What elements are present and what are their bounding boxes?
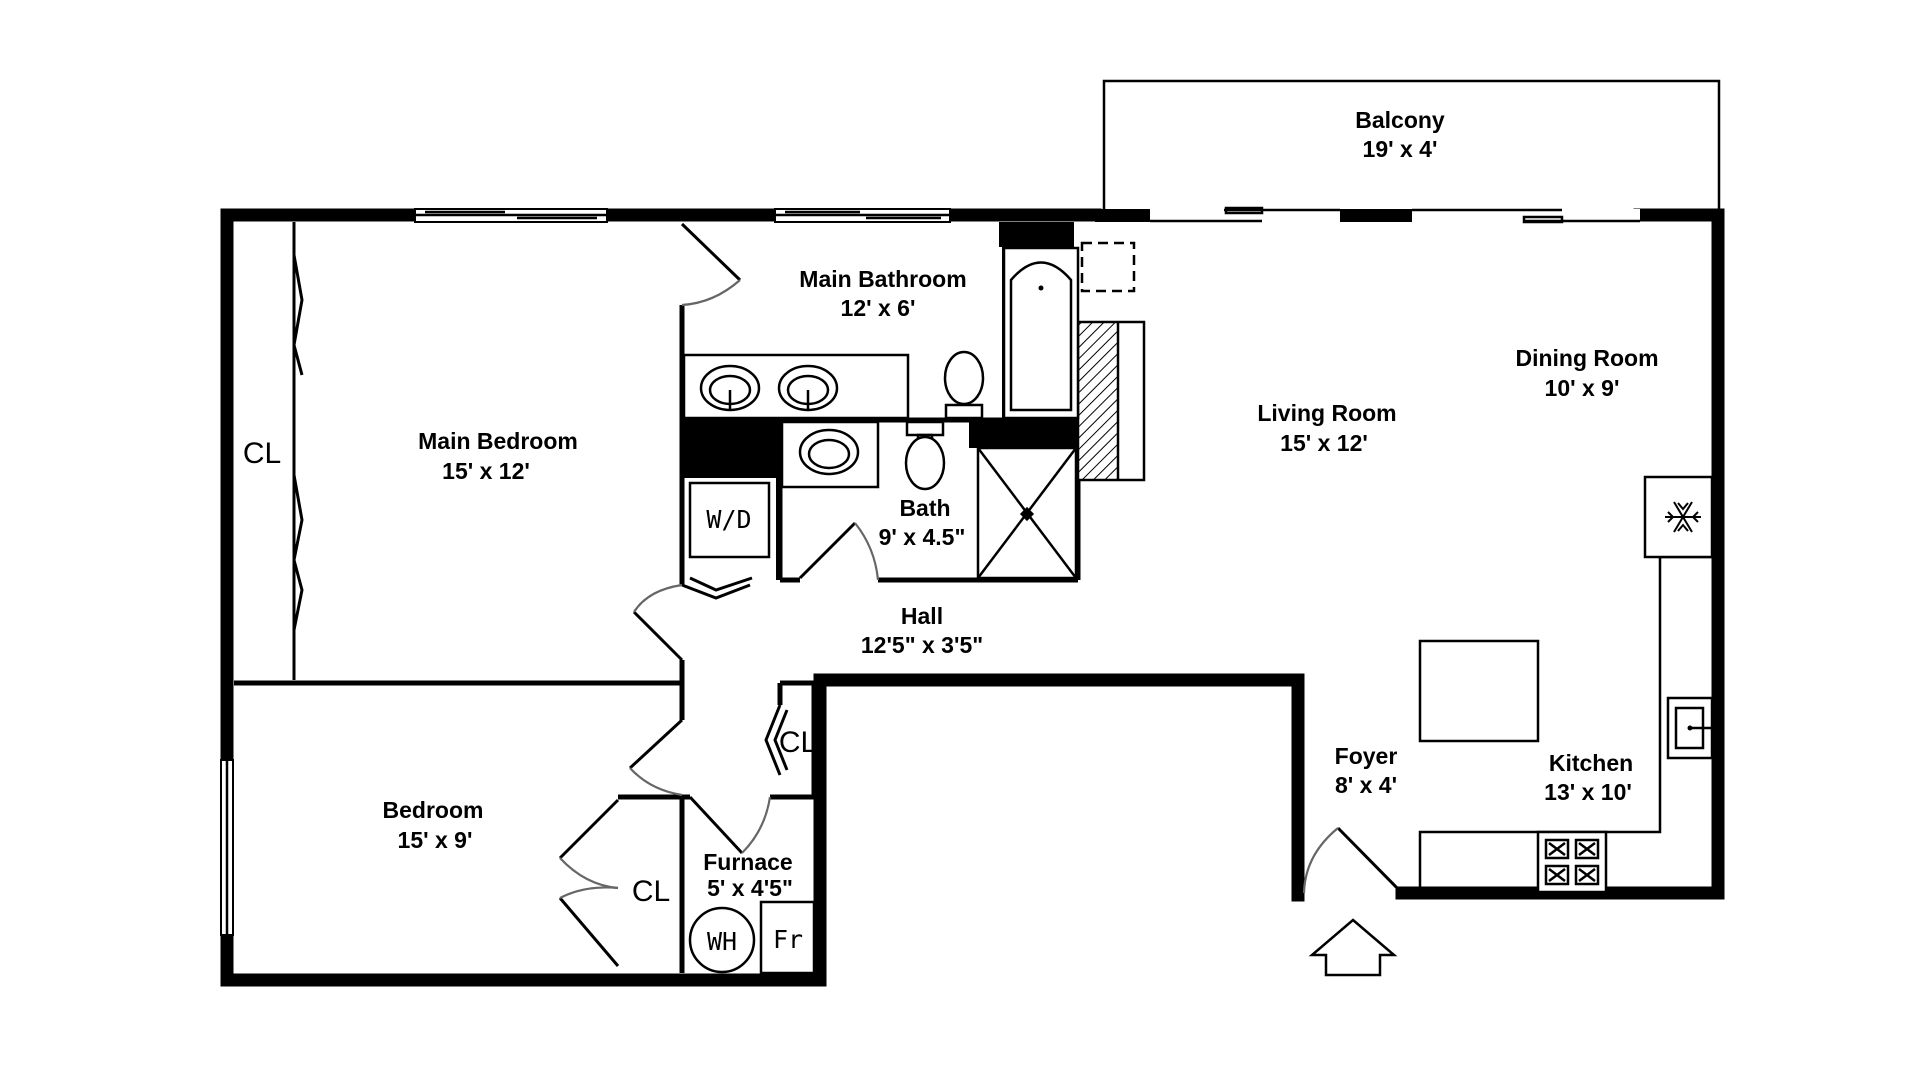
door-bedroom-closet[interactable] (558, 798, 620, 967)
main-bathroom-name: Main Bathroom (799, 266, 966, 292)
bedroom-name: Bedroom (383, 797, 484, 823)
toilet-bath (904, 420, 946, 491)
kitchen-island (1418, 639, 1540, 743)
bath-vanity (780, 420, 880, 489)
exterior-walls (220, 208, 1725, 987)
kitchen-sink (1666, 696, 1714, 760)
hall-size: 12'5" x 3'5" (861, 632, 983, 658)
label-bedroom: Bedroom 15' x 9' (383, 797, 484, 853)
fr-label: Fr (773, 925, 803, 954)
water-heater: WH (688, 906, 756, 974)
label-main-bedroom: Main Bedroom 15' x 12' (418, 428, 578, 484)
entry-arrow-icon (1308, 918, 1398, 977)
dining-room-size: 10' x 9' (1545, 375, 1620, 401)
wd-label: W/D (706, 505, 751, 534)
door-main-bedroom[interactable] (632, 583, 684, 662)
window-main-bedroom (414, 208, 608, 223)
label-foyer: Foyer 8' x 4' (1335, 743, 1398, 798)
label-living-room: Living Room 15' x 12' (1257, 400, 1396, 456)
door-main-bathroom[interactable] (680, 222, 742, 307)
toilet-main-bathroom (943, 350, 985, 420)
hall-name: Hall (901, 603, 943, 629)
label-kitchen: Kitchen 13' x 10' (1544, 750, 1633, 805)
closet-bifold-main-bedroom[interactable] (292, 254, 304, 631)
snowflake-icon (1665, 501, 1701, 533)
closet-label-main-bedroom: CL (243, 437, 281, 470)
balcony (1102, 79, 1721, 215)
main-bedroom-name: Main Bedroom (418, 428, 578, 454)
furnace-unit: Fr (759, 900, 816, 975)
label-bath: Bath 9' x 4.5" (879, 495, 966, 550)
foyer-size: 8' x 4' (1335, 772, 1397, 798)
main-bedroom-size: 15' x 12' (442, 458, 530, 484)
bath-name: Bath (899, 495, 950, 521)
main-bathroom-size: 12' x 6' (841, 295, 916, 321)
closet-label-hall: CL (779, 726, 817, 759)
balcony-name: Balcony (1355, 107, 1445, 133)
kitchen-name: Kitchen (1549, 750, 1633, 776)
balcony-size: 19' x 4' (1363, 136, 1438, 162)
label-balcony: Balcony 19' x 4' (1355, 107, 1445, 162)
vent (1080, 241, 1136, 293)
label-furnace: Furnace 5' x 4'5" (703, 849, 793, 901)
label-main-bathroom: Main Bathroom 12' x 6' (799, 266, 966, 321)
label-hall: Hall 12'5" x 3'5" (861, 603, 983, 658)
dining-room-name: Dining Room (1515, 345, 1658, 371)
window-bathroom (774, 208, 951, 223)
door-bath[interactable] (798, 521, 880, 581)
kitchen-size: 13' x 10' (1544, 779, 1632, 805)
closet-label-bedroom: CL (632, 875, 670, 908)
bedroom-size: 15' x 9' (398, 827, 473, 853)
window-bedroom (220, 759, 234, 936)
door-washer-dryer[interactable] (681, 576, 753, 600)
furnace-size: 5' x 4'5" (707, 875, 793, 901)
label-dining-room: Dining Room 10' x 9' (1515, 345, 1658, 401)
double-vanity (682, 353, 910, 420)
bathtub (1002, 246, 1080, 420)
door-furnace[interactable] (688, 795, 772, 855)
wh-label: WH (707, 927, 737, 956)
furnace-name: Furnace (703, 849, 792, 875)
foyer-name: Foyer (1335, 743, 1398, 769)
door-entry[interactable] (1302, 826, 1404, 895)
fireplace-hatch (1077, 321, 1119, 481)
living-room-size: 15' x 12' (1280, 430, 1368, 456)
door-hall-closet[interactable] (764, 704, 789, 776)
stove (1536, 830, 1608, 894)
living-room-name: Living Room (1257, 400, 1396, 426)
balcony-sliding-doors[interactable] (1150, 206, 1640, 224)
door-bedroom[interactable] (628, 718, 684, 797)
bath-size: 9' x 4.5" (879, 524, 966, 550)
washer-dryer: W/D (688, 481, 771, 559)
refrigerator (1643, 475, 1714, 559)
shower (976, 446, 1078, 580)
